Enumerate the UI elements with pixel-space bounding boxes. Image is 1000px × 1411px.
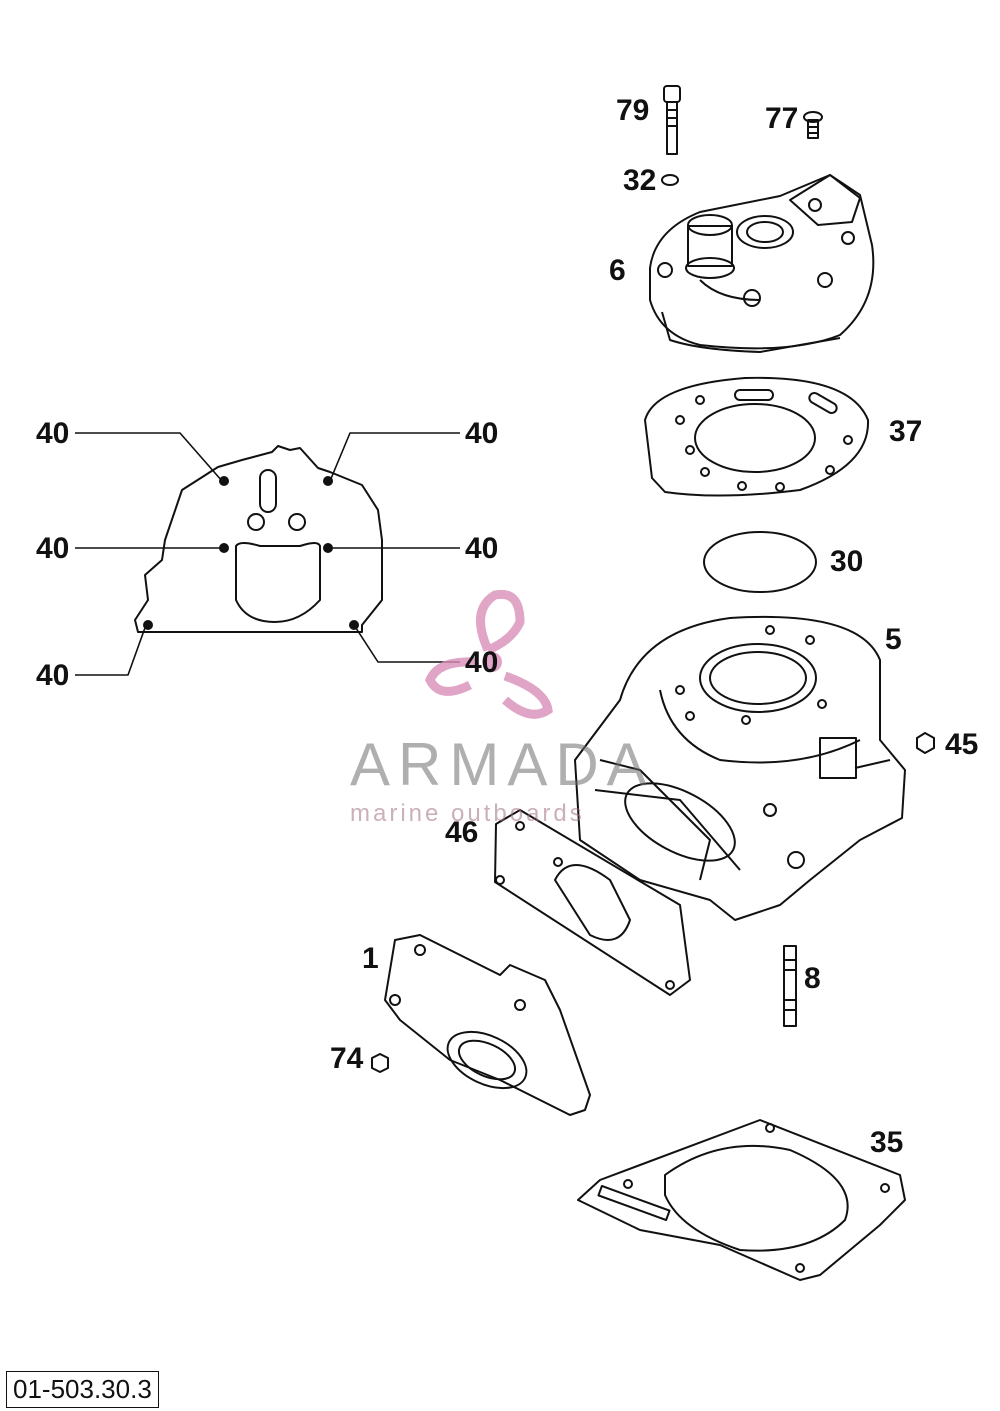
callout-5: 5 [885,623,902,656]
nut-45 [916,732,935,754]
callout-40-middle-right: 40 [465,532,499,565]
callout-74: 74 [330,1042,364,1075]
callout-1: 1 [362,942,379,975]
screw-77 [803,111,823,139]
head-gasket-37 [644,376,870,497]
nut-74 [371,1053,389,1073]
callout-points [143,476,359,630]
washer-32 [661,174,679,186]
callout-leaders [75,432,460,676]
callout-40-middle-left: 40 [36,532,70,565]
cylinder-5 [574,615,906,921]
callout-32: 32 [623,164,657,197]
watermark-brand: ARMADA [350,731,655,798]
callout-40-bottom-right: 40 [465,646,499,679]
callout-8: 8 [804,962,821,995]
watermark-tagline: marine outboards [350,800,585,827]
gasket-46 [494,809,691,996]
callout-77: 77 [765,102,799,135]
callout-30: 30 [830,545,864,578]
intake-flange-1 [384,934,591,1116]
callout-40-bottom-left: 40 [36,659,70,692]
callout-6: 6 [609,254,626,287]
transfer-gasket-outline [134,445,383,633]
callout-37: 37 [889,415,923,448]
o-ring-30 [703,531,817,593]
callout-46: 46 [445,816,479,849]
callout-35: 35 [870,1126,904,1159]
callout-45: 45 [945,728,979,761]
bolt-79 [663,85,681,155]
callout-79: 79 [616,94,650,127]
callout-40-top-left: 40 [36,417,70,450]
diagram-reference-code: 01-503.30.3 [6,1371,159,1408]
cylinder-head-6 [649,174,875,353]
callout-40-top-right: 40 [465,417,499,450]
base-gasket-35 [577,1119,906,1281]
propeller-logo [425,589,553,719]
stud-8 [783,945,797,1027]
